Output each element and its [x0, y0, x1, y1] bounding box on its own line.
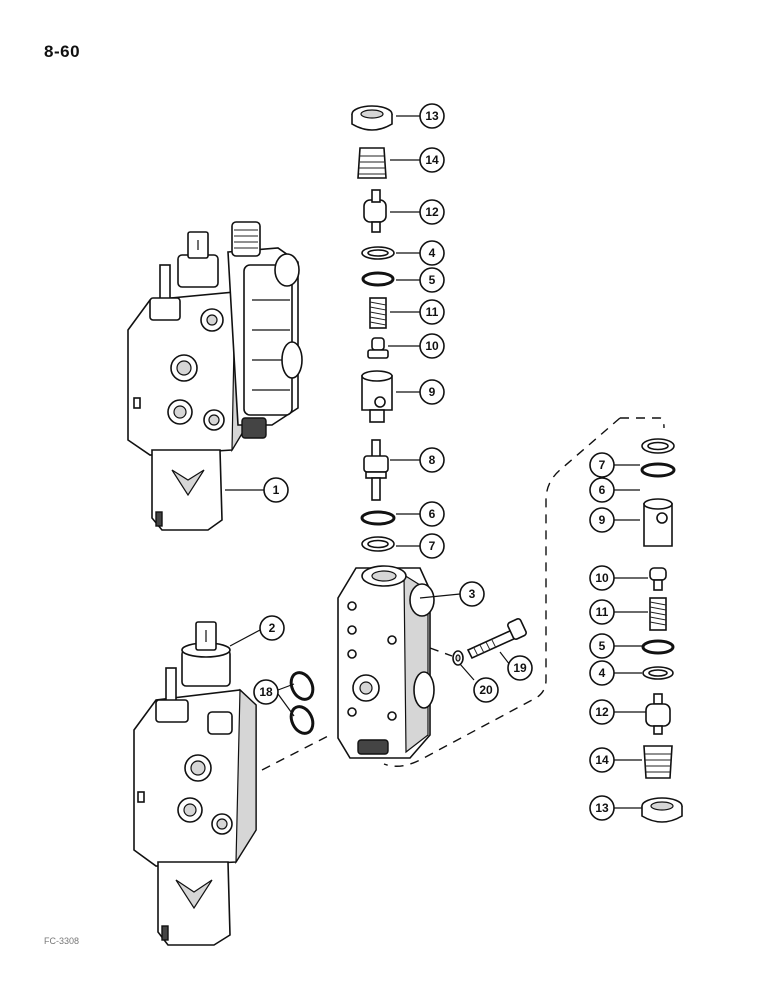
svg-text:13: 13: [425, 109, 439, 123]
svg-text:5: 5: [599, 639, 606, 653]
callout-13-right: 13: [589, 795, 615, 821]
assembly-guide-lines: [261, 417, 665, 771]
callout-2: 2: [259, 615, 285, 641]
upper-parts-stack: [351, 105, 396, 552]
callout-14-top: 14: [419, 147, 445, 173]
svg-text:12: 12: [595, 705, 609, 719]
callout-20: 20: [473, 677, 499, 703]
callout-6-top: 6: [419, 501, 445, 527]
svg-text:9: 9: [599, 513, 606, 527]
callout-11-top: 11: [419, 299, 445, 325]
callout-7-top: 7: [419, 533, 445, 559]
valve-section-3: [337, 565, 435, 759]
callout-4-right: 4: [589, 660, 615, 686]
callout-4-top: 4: [419, 240, 445, 266]
callout-7-right: 7: [589, 452, 615, 478]
svg-text:19: 19: [513, 661, 527, 675]
svg-text:7: 7: [429, 539, 436, 553]
callout-18: 18: [253, 679, 279, 705]
callout-5-right: 5: [589, 633, 615, 659]
figure-code: FC-3308: [44, 936, 80, 946]
svg-text:7: 7: [599, 458, 606, 472]
svg-text:14: 14: [425, 153, 439, 167]
callout-9-top: 9: [419, 379, 445, 405]
svg-text:12: 12: [425, 205, 439, 219]
callout-8: 8: [419, 447, 445, 473]
callout-1: 1: [263, 477, 289, 503]
svg-text:6: 6: [429, 507, 436, 521]
valve-assembly-1: [127, 221, 303, 531]
callout-14-right: 14: [589, 747, 615, 773]
svg-text:10: 10: [425, 339, 439, 353]
callout-12-top: 12: [419, 199, 445, 225]
page-number: 8-60: [44, 42, 81, 61]
callout-19: 19: [507, 655, 533, 681]
callout-13-top: 13: [419, 103, 445, 129]
svg-text:3: 3: [469, 587, 476, 601]
callout-11-right: 11: [589, 599, 615, 625]
svg-text:14: 14: [595, 753, 609, 767]
callout-3: 3: [459, 581, 485, 607]
svg-text:2: 2: [269, 621, 276, 635]
svg-text:5: 5: [429, 273, 436, 287]
svg-text:11: 11: [426, 305, 439, 319]
callout-6-right: 6: [589, 477, 615, 503]
o-ring-pair-18: [289, 671, 315, 735]
callout-10-top: 10: [419, 333, 445, 359]
svg-text:9: 9: [429, 385, 436, 399]
svg-text:10: 10: [595, 571, 609, 585]
callout-9-right: 9: [589, 507, 615, 533]
callout-5-top: 5: [419, 267, 445, 293]
bolt-19: [466, 618, 527, 660]
callout-12-right: 12: [589, 699, 615, 725]
svg-text:20: 20: [479, 683, 493, 697]
valve-assembly-2: [133, 621, 257, 946]
callout-10-right: 10: [589, 565, 615, 591]
svg-text:4: 4: [599, 666, 606, 680]
lower-parts-stack: [640, 438, 683, 823]
svg-text:13: 13: [595, 801, 609, 815]
svg-text:18: 18: [259, 685, 273, 699]
svg-text:6: 6: [599, 483, 606, 497]
svg-text:8: 8: [429, 453, 436, 467]
washer-20: [452, 650, 464, 666]
svg-text:11: 11: [596, 605, 609, 619]
svg-text:4: 4: [429, 246, 436, 260]
svg-text:1: 1: [273, 483, 280, 497]
